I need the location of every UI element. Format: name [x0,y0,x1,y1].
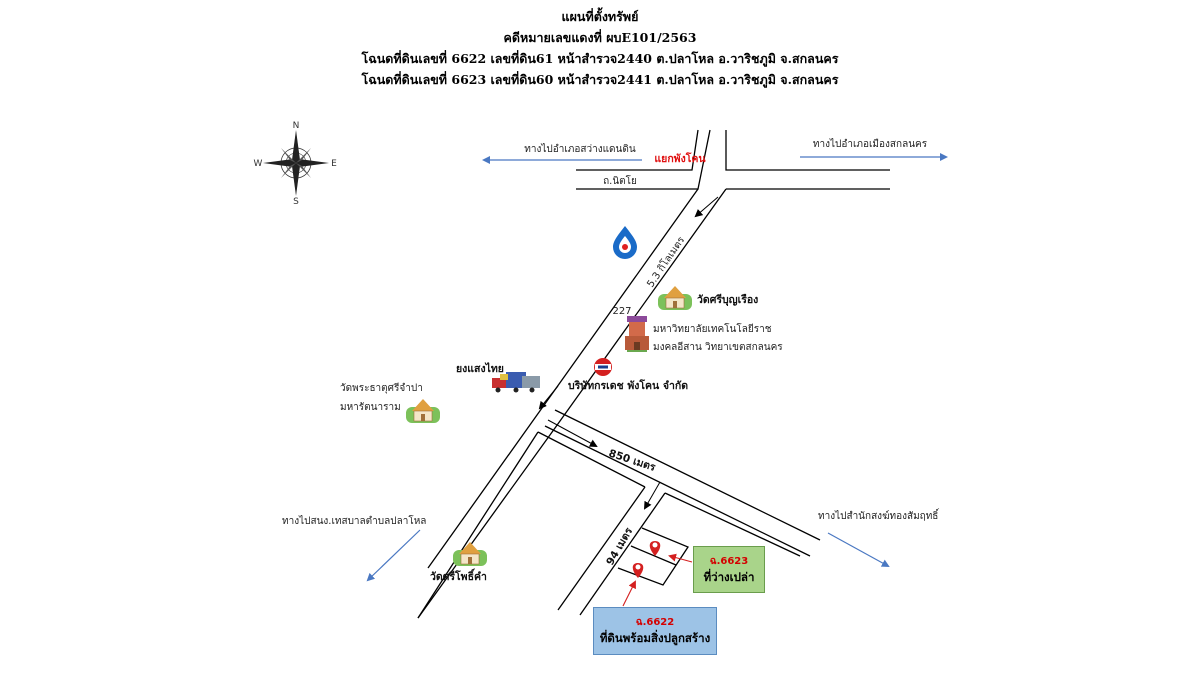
compass-n: N [293,121,300,131]
direction-arrows [366,153,948,582]
label-wat-phrathat-2: มหารัตนาราม [340,402,401,413]
temple-icon [406,399,440,423]
flow-arrows [538,196,719,510]
label-university-1: มหาวิทยาลัยเทคโนโลยีราช [653,322,772,335]
label-wat-phrathat-1: วัดพระธาตุศรีจำปา [340,382,423,394]
label-to-thongsamrit: ทางไปสำนักสงฆ์ทองสัมฤทธิ์ [818,508,940,522]
label-wat-sriphokham: วัดศรีโพธิ์คำ [430,568,487,583]
plot-6622-code: ฉ.6622 [635,617,675,628]
map-title: แผนที่ตั้งทรัพย์ [561,9,639,24]
compass-w: W [254,159,263,169]
label-distance-850m: 850 เมตร [607,447,657,474]
label-wat-sriboonrueang: วัดศรีบุญเรือง [697,293,758,307]
label-distance-94m: 94 เมตร [604,525,635,567]
location-pin-icon [632,563,644,578]
label-distance-5-3km: 5.3 กิโลเมตร [644,233,688,289]
label-to-mueang-sakon: ทางไปอำเภอเมืองสกลนคร [813,138,928,150]
location-pin-icon [649,541,661,556]
temple-icon [453,542,487,566]
compass-e: E [331,159,337,169]
label-road-nittayo: ถ.นิตโย [603,174,637,187]
label-to-sawang-daen-din: ทางไปอำเภอสว่างแดนดิน [524,143,636,155]
plot-6622-desc: ที่ดินพร้อมสิ่งปลูกสร้าง [599,631,711,645]
label-yong-saeng-thai: ยงแสงไทย [456,362,504,375]
compass-s: S [293,197,299,207]
road-network [417,129,890,619]
label-university-2: มงคลอีสาน วิทยาเขตสกลนคร [653,341,783,353]
label-road-227: 227 [612,306,631,317]
deed-line-1: โฉนดที่ดินเลขที่ 6622 เลขที่ดิน61 หน้าสำ… [361,51,839,66]
temple-icon [658,286,692,310]
label-company: บริษัทกรเดช พังโคน จำกัด [568,379,688,392]
plot-6622-box: ฉ.6622 ที่ดินพร้อมสิ่งปลูกสร้าง [593,607,717,655]
warehouse-icon [492,372,540,393]
map-header: แผนที่ตั้งทรัพย์ คดีหมายเลขแดงที่ ผบE101… [0,6,1200,90]
label-to-songkhram: ทางไปสนง.เทสบาลตำบลปลาโหล [282,514,426,527]
plot-pointers [622,553,693,607]
university-icon [625,316,649,352]
case-number: คดีหมายเลขแดงที่ ผบE101/2563 [503,30,697,45]
company-logo-icon [594,358,612,376]
plot-6623-code: ฉ.6623 [709,555,749,567]
gas-station-icon [613,226,637,259]
label-junction: แยกพังโคน [654,152,706,165]
compass-icon: N S E W [254,121,338,207]
plot-6623-desc: ที่ว่างเปล่า [703,569,755,584]
plot-6623-box: ฉ.6623 ที่ว่างเปล่า [693,546,765,593]
deed-line-2: โฉนดที่ดินเลขที่ 6623 เลขที่ดิน60 หน้าสำ… [361,72,839,87]
